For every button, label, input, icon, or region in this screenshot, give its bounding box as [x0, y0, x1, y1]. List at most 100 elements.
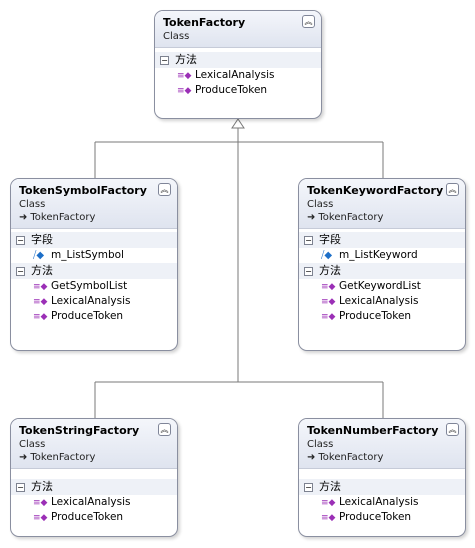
inheritance-arrow-icon: ➜	[19, 452, 28, 463]
base-class-name: TokenFactory	[30, 212, 96, 223]
method-item[interactable]: ≡◆ProduceToken	[11, 510, 177, 525]
class-box-tokenstringfactory[interactable]: TokenStringFactory Class ➜TokenFactory ︽…	[10, 418, 178, 537]
method-item[interactable]: ≡◆LexicalAnalysis	[11, 294, 177, 309]
collapse-toggle-icon[interactable]: −	[16, 267, 25, 276]
class-kind: Class	[307, 439, 334, 450]
base-class-name: TokenFactory	[318, 452, 384, 463]
fields-label: 字段	[319, 233, 341, 246]
collapse-toggle-icon[interactable]: −	[160, 56, 169, 65]
field-item[interactable]: ⧸◆ m_ListSymbol	[11, 248, 177, 263]
collapse-toggle-icon[interactable]: −	[16, 236, 25, 245]
class-header: TokenKeywordFactory Class ➜TokenFactory …	[299, 179, 465, 229]
collapse-toggle-icon[interactable]: −	[304, 267, 313, 276]
base-class: ➜TokenFactory	[19, 211, 169, 224]
methods-section-header[interactable]: −方法	[299, 263, 465, 279]
class-title: TokenFactory	[163, 16, 246, 29]
method-name: ProduceToken	[339, 511, 412, 523]
method-item[interactable]: ≡◆LexicalAnalysis	[155, 68, 321, 83]
inheritance-arrow-icon: ➜	[307, 452, 316, 463]
method-name: LexicalAnalysis	[51, 295, 131, 307]
method-name: LexicalAnalysis	[339, 295, 419, 307]
double-chevron-up-icon[interactable]: ︽	[446, 183, 459, 196]
methods-label: 方法	[175, 53, 197, 66]
methods-label: 方法	[319, 480, 341, 493]
class-box-tokensymbolfactory[interactable]: TokenSymbolFactory Class ➜TokenFactory ︽…	[10, 178, 178, 351]
methods-label: 方法	[319, 264, 341, 277]
base-class: ➜TokenFactory	[307, 451, 457, 464]
method-icon: ≡◆	[321, 282, 336, 292]
collapse-toggle-icon[interactable]: −	[304, 236, 313, 245]
fields-section-header[interactable]: −字段	[299, 232, 465, 248]
class-header: TokenFactory Class ︽	[155, 11, 321, 48]
method-name: ProduceToken	[51, 511, 124, 523]
base-class-name: TokenFactory	[318, 212, 384, 223]
methods-section-header[interactable]: −方法	[155, 52, 321, 68]
inheritance-arrow-icon: ➜	[19, 212, 28, 223]
double-chevron-up-icon[interactable]: ︽	[302, 15, 315, 28]
inheritance-arrowhead	[231, 118, 245, 129]
method-icon: ≡◆	[177, 71, 192, 81]
class-header: TokenSymbolFactory Class ➜TokenFactory ︽	[11, 179, 177, 229]
method-item[interactable]: ≡◆LexicalAnalysis	[299, 294, 465, 309]
methods-section-header[interactable]: −方法	[11, 479, 177, 495]
class-title: TokenNumberFactory	[307, 424, 439, 437]
method-name: ProduceToken	[339, 310, 412, 322]
double-chevron-up-icon[interactable]: ︽	[446, 423, 459, 436]
class-kind: Class	[19, 439, 46, 450]
method-name: ProduceToken	[195, 84, 268, 96]
method-icon: ≡◆	[321, 297, 336, 307]
double-chevron-up-icon[interactable]: ︽	[158, 423, 171, 436]
methods-label: 方法	[31, 480, 53, 493]
collapse-toggle-icon[interactable]: −	[304, 483, 313, 492]
method-item[interactable]: ≡◆LexicalAnalysis	[11, 495, 177, 510]
fields-section-header[interactable]: −字段	[11, 232, 177, 248]
method-icon: ≡◆	[33, 513, 48, 523]
method-item[interactable]: ≡◆ProduceToken	[11, 309, 177, 324]
method-name: LexicalAnalysis	[51, 496, 131, 508]
field-icon: ⧸◆	[33, 250, 45, 261]
method-name: LexicalAnalysis	[195, 69, 275, 81]
method-icon: ≡◆	[321, 513, 336, 523]
class-kind: Class	[307, 199, 334, 210]
class-title: TokenStringFactory	[19, 424, 140, 437]
class-box-tokenfactory[interactable]: TokenFactory Class ︽ −方法 ≡◆LexicalAnalys…	[154, 10, 322, 119]
field-name: m_ListSymbol	[51, 249, 124, 261]
method-icon: ≡◆	[33, 498, 48, 508]
method-item[interactable]: ≡◆ProduceToken	[299, 510, 465, 525]
class-header: TokenStringFactory Class ➜TokenFactory ︽	[11, 419, 177, 469]
class-header: TokenNumberFactory Class ➜TokenFactory ︽	[299, 419, 465, 469]
class-kind: Class	[163, 31, 190, 42]
method-icon: ≡◆	[321, 498, 336, 508]
method-icon: ≡◆	[33, 282, 48, 292]
class-title: TokenSymbolFactory	[19, 184, 147, 197]
method-item[interactable]: ≡◆ProduceToken	[155, 83, 321, 98]
inheritance-arrow-icon: ➜	[307, 212, 316, 223]
method-name: LexicalAnalysis	[339, 496, 419, 508]
method-icon: ≡◆	[33, 297, 48, 307]
method-item[interactable]: ≡◆GetSymbolList	[11, 279, 177, 294]
collapse-toggle-icon[interactable]: −	[16, 483, 25, 492]
method-item[interactable]: ≡◆GetKeywordList	[299, 279, 465, 294]
methods-section-header[interactable]: −方法	[299, 479, 465, 495]
class-title: TokenKeywordFactory	[307, 184, 444, 197]
methods-label: 方法	[31, 264, 53, 277]
base-class: ➜TokenFactory	[19, 451, 169, 464]
method-icon: ≡◆	[321, 312, 336, 322]
double-chevron-up-icon[interactable]: ︽	[158, 183, 171, 196]
field-name: m_ListKeyword	[339, 249, 418, 261]
method-name: ProduceToken	[51, 310, 124, 322]
class-box-tokennumberfactory[interactable]: TokenNumberFactory Class ➜TokenFactory ︽…	[298, 418, 466, 537]
method-name: GetSymbolList	[51, 280, 128, 292]
method-item[interactable]: ≡◆LexicalAnalysis	[299, 495, 465, 510]
class-box-tokenkeywordfactory[interactable]: TokenKeywordFactory Class ➜TokenFactory …	[298, 178, 466, 351]
field-icon: ⧸◆	[321, 250, 333, 261]
method-icon: ≡◆	[177, 86, 192, 96]
method-name: GetKeywordList	[339, 280, 421, 292]
method-item[interactable]: ≡◆ProduceToken	[299, 309, 465, 324]
fields-label: 字段	[31, 233, 53, 246]
methods-section-header[interactable]: −方法	[11, 263, 177, 279]
base-class-name: TokenFactory	[30, 452, 96, 463]
class-kind: Class	[19, 199, 46, 210]
field-item[interactable]: ⧸◆ m_ListKeyword	[299, 248, 465, 263]
